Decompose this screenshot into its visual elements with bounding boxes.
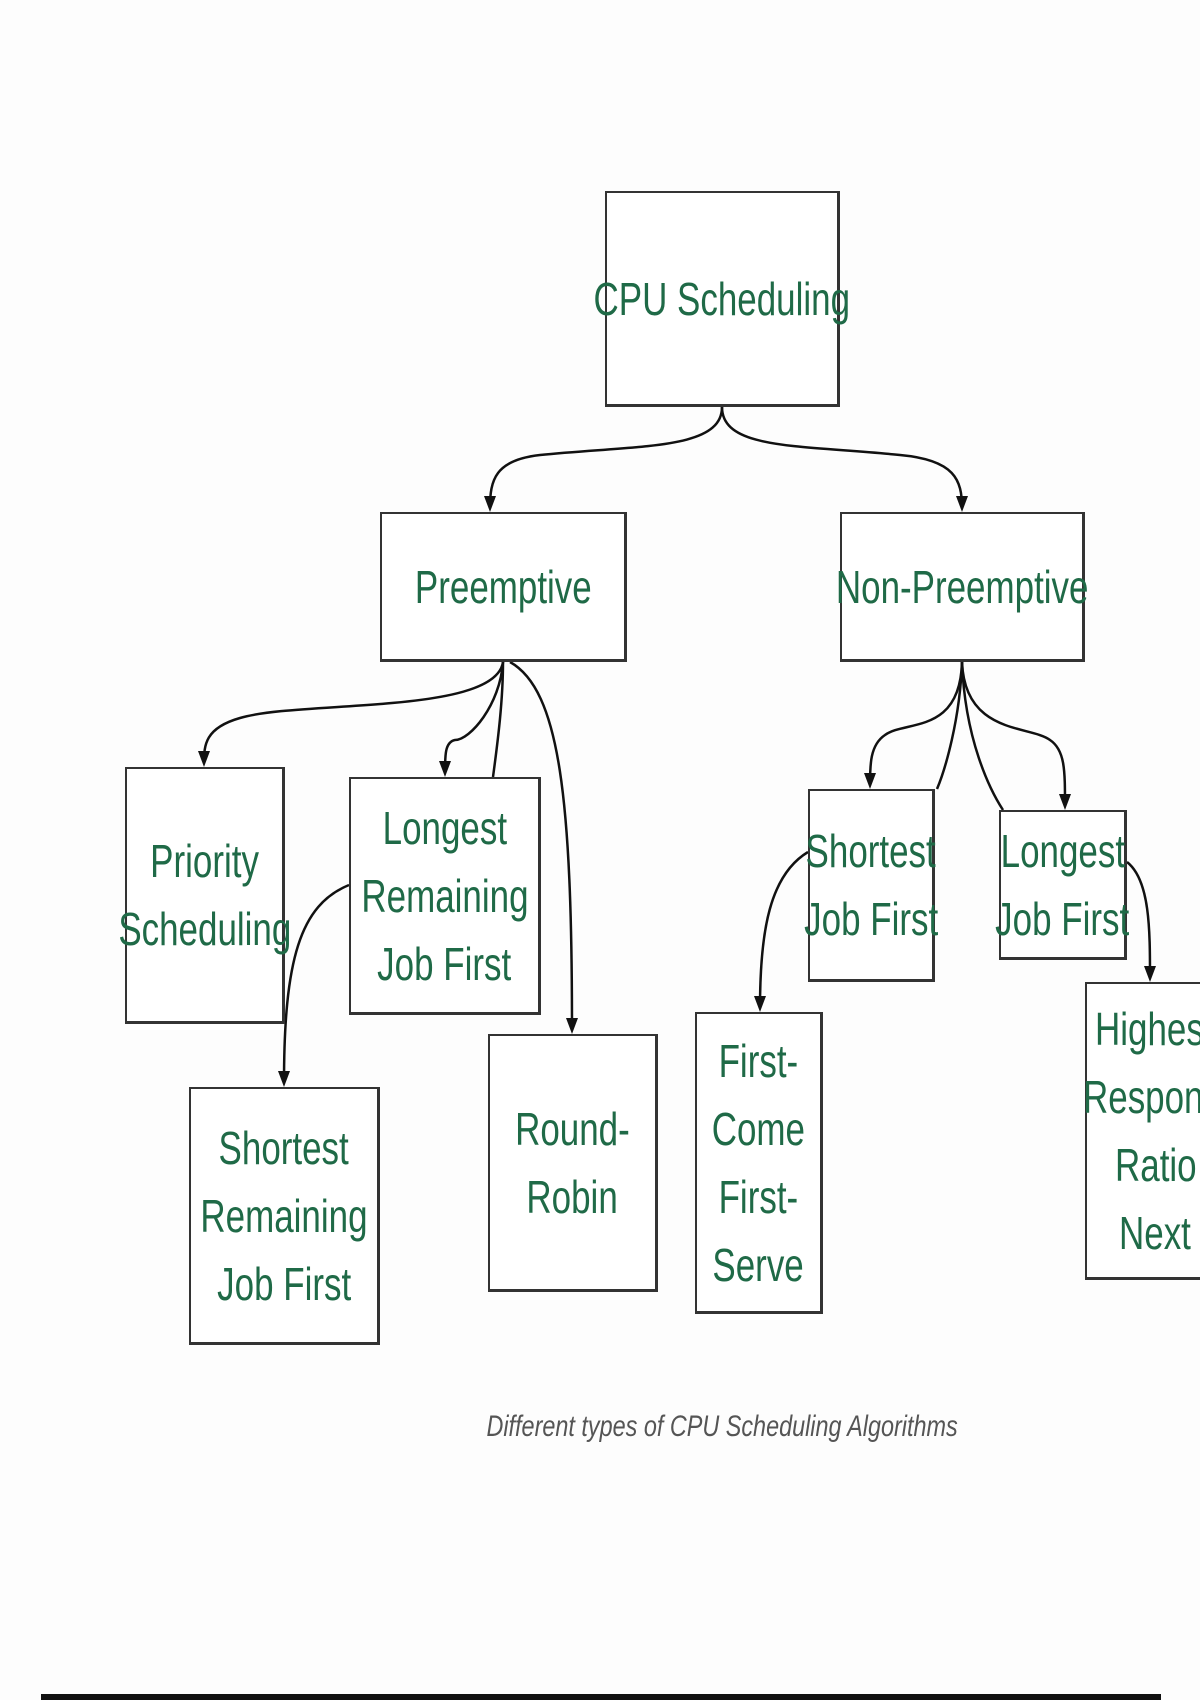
node-label: Preemptive	[414, 560, 592, 613]
arrowhead-preemptive	[484, 496, 496, 512]
node-label: Round-	[515, 1102, 630, 1155]
node-preemptive: Preemptive	[380, 512, 627, 662]
bottom-divider	[41, 1694, 1161, 1700]
node-round-robin: Round- Robin	[488, 1034, 658, 1292]
node-label: Next	[1119, 1206, 1191, 1259]
edge-root-nonpreemptive	[720, 406, 964, 509]
arrowhead-srjf	[278, 1071, 290, 1087]
arrowhead-sjf	[864, 773, 876, 789]
edge-nonpreemptive-ljf	[960, 661, 1067, 807]
node-label: First-	[718, 1034, 799, 1087]
edge-nonpreemptive-ljf-line	[960, 661, 1005, 811]
arrowhead-lrjf	[439, 761, 451, 777]
edge-preemptive-roundrobin	[509, 660, 574, 1031]
node-label: Job First	[216, 1257, 352, 1310]
node-label: Come	[711, 1102, 806, 1155]
node-cpu-scheduling: CPU Scheduling	[594, 191, 850, 407]
node-label: Job First	[995, 892, 1130, 945]
arrowhead-nonpreemptive	[956, 496, 968, 512]
node-label: Job First	[803, 893, 939, 945]
edge-preemptive-lrjf-line	[491, 661, 505, 778]
node-first-come-first-serve: First- Come First- Serve	[695, 1012, 823, 1314]
node-label: Robin	[526, 1170, 619, 1223]
node-priority-scheduling: Priority Scheduling	[118, 767, 291, 1024]
edge-preemptive-lrjf	[443, 661, 505, 774]
node-label: Priority	[150, 835, 259, 887]
arrowhead-ljf	[1059, 794, 1071, 810]
arrowhead-roundrobin	[566, 1018, 578, 1034]
node-longest-remaining-job-first: Longest Remaining Job First	[349, 777, 541, 1015]
edge-sjf-fcfs	[758, 850, 809, 1009]
node-longest-job-first: Longest Job First	[995, 810, 1130, 960]
arrowheads	[198, 496, 1156, 1087]
node-label: Scheduling	[118, 903, 291, 955]
node-shortest-remaining-job-first: Shortest Remaining Job First	[189, 1087, 380, 1345]
node-label: Remaining	[360, 869, 529, 922]
arrowhead-priority	[198, 751, 210, 767]
caption-text: Different types of CPU Scheduling Algori…	[486, 1410, 958, 1443]
node-highest-response-ratio-next: Highest Response Ratio Next	[1083, 982, 1200, 1280]
node-label: Remaining	[200, 1189, 368, 1242]
node-label: CPU Scheduling	[593, 272, 851, 325]
edge-ljf-hrrn	[1126, 861, 1152, 979]
node-label: Ratio	[1115, 1138, 1197, 1191]
node-label: Serve	[712, 1238, 805, 1291]
diagram-caption: Different types of CPU Scheduling Algori…	[420, 1410, 957, 1444]
edge-lrjf-srjf	[282, 883, 350, 1084]
edge-root-preemptive	[488, 406, 724, 509]
node-label: Shortest	[218, 1121, 350, 1174]
node-shortest-job-first: Shortest Job First	[804, 789, 938, 982]
arrowhead-fcfs	[754, 996, 766, 1012]
arrowhead-hrrn	[1144, 966, 1156, 982]
node-label: Shortest	[805, 825, 937, 877]
edge-nonpreemptive-sjf-line	[935, 661, 964, 790]
edge-nonpreemptive-sjf	[868, 661, 964, 786]
node-label: Job First	[377, 937, 512, 990]
node-label: Longest	[1000, 824, 1125, 877]
node-label: Highest	[1095, 1002, 1200, 1055]
edge-preemptive-priority	[202, 661, 505, 764]
node-label: Longest	[382, 801, 507, 854]
node-label: Non-Preemptive	[835, 560, 1089, 613]
node-label: First-	[718, 1170, 799, 1223]
node-non-preemptive: Non-Preemptive	[836, 512, 1088, 662]
node-label: Response	[1083, 1070, 1200, 1123]
